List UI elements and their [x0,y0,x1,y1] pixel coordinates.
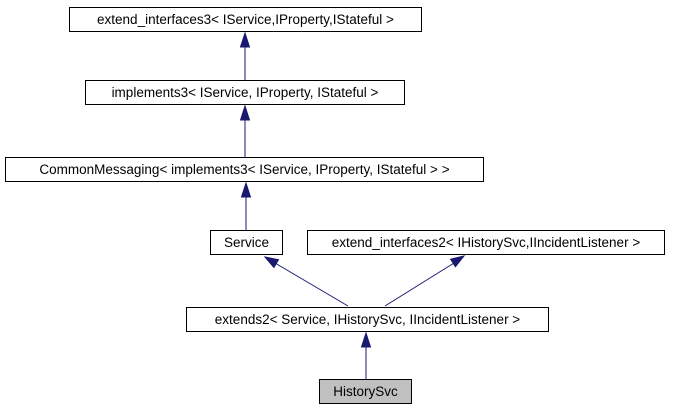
edge-line [274,262,349,307]
edge-line [384,262,455,307]
edge-extends2-to-extend-interfaces2 [384,255,466,307]
edge-service-to-commonmessaging [240,181,252,230]
edge-implements3-to-extend-interfaces3 [239,31,251,80]
node-historysvc: HistorySvc [319,379,412,404]
node-service[interactable]: Service [210,230,283,255]
edge-commonmessaging-to-implements3 [239,104,251,157]
arrowhead-icon [360,331,372,348]
edge-extends2-to-service [263,256,349,307]
arrowhead-icon [239,104,251,121]
node-extend-interfaces3[interactable]: extend_interfaces3< IService,IProperty,I… [69,7,422,32]
arrowhead-icon [239,31,251,48]
arrowhead-icon [240,181,252,198]
node-extends2[interactable]: extends2< Service, IHistorySvc, IInciden… [186,307,549,332]
arrowhead-icon [449,255,466,268]
edge-historysvc-to-extends2 [360,331,372,379]
node-implements3[interactable]: implements3< IService, IProperty, IState… [85,80,405,105]
arrowhead-icon [263,256,280,269]
node-commonmessaging[interactable]: CommonMessaging< implements3< IService, … [5,157,484,182]
node-extend-interfaces2[interactable]: extend_interfaces2< IHistorySvc,IInciden… [307,230,665,255]
